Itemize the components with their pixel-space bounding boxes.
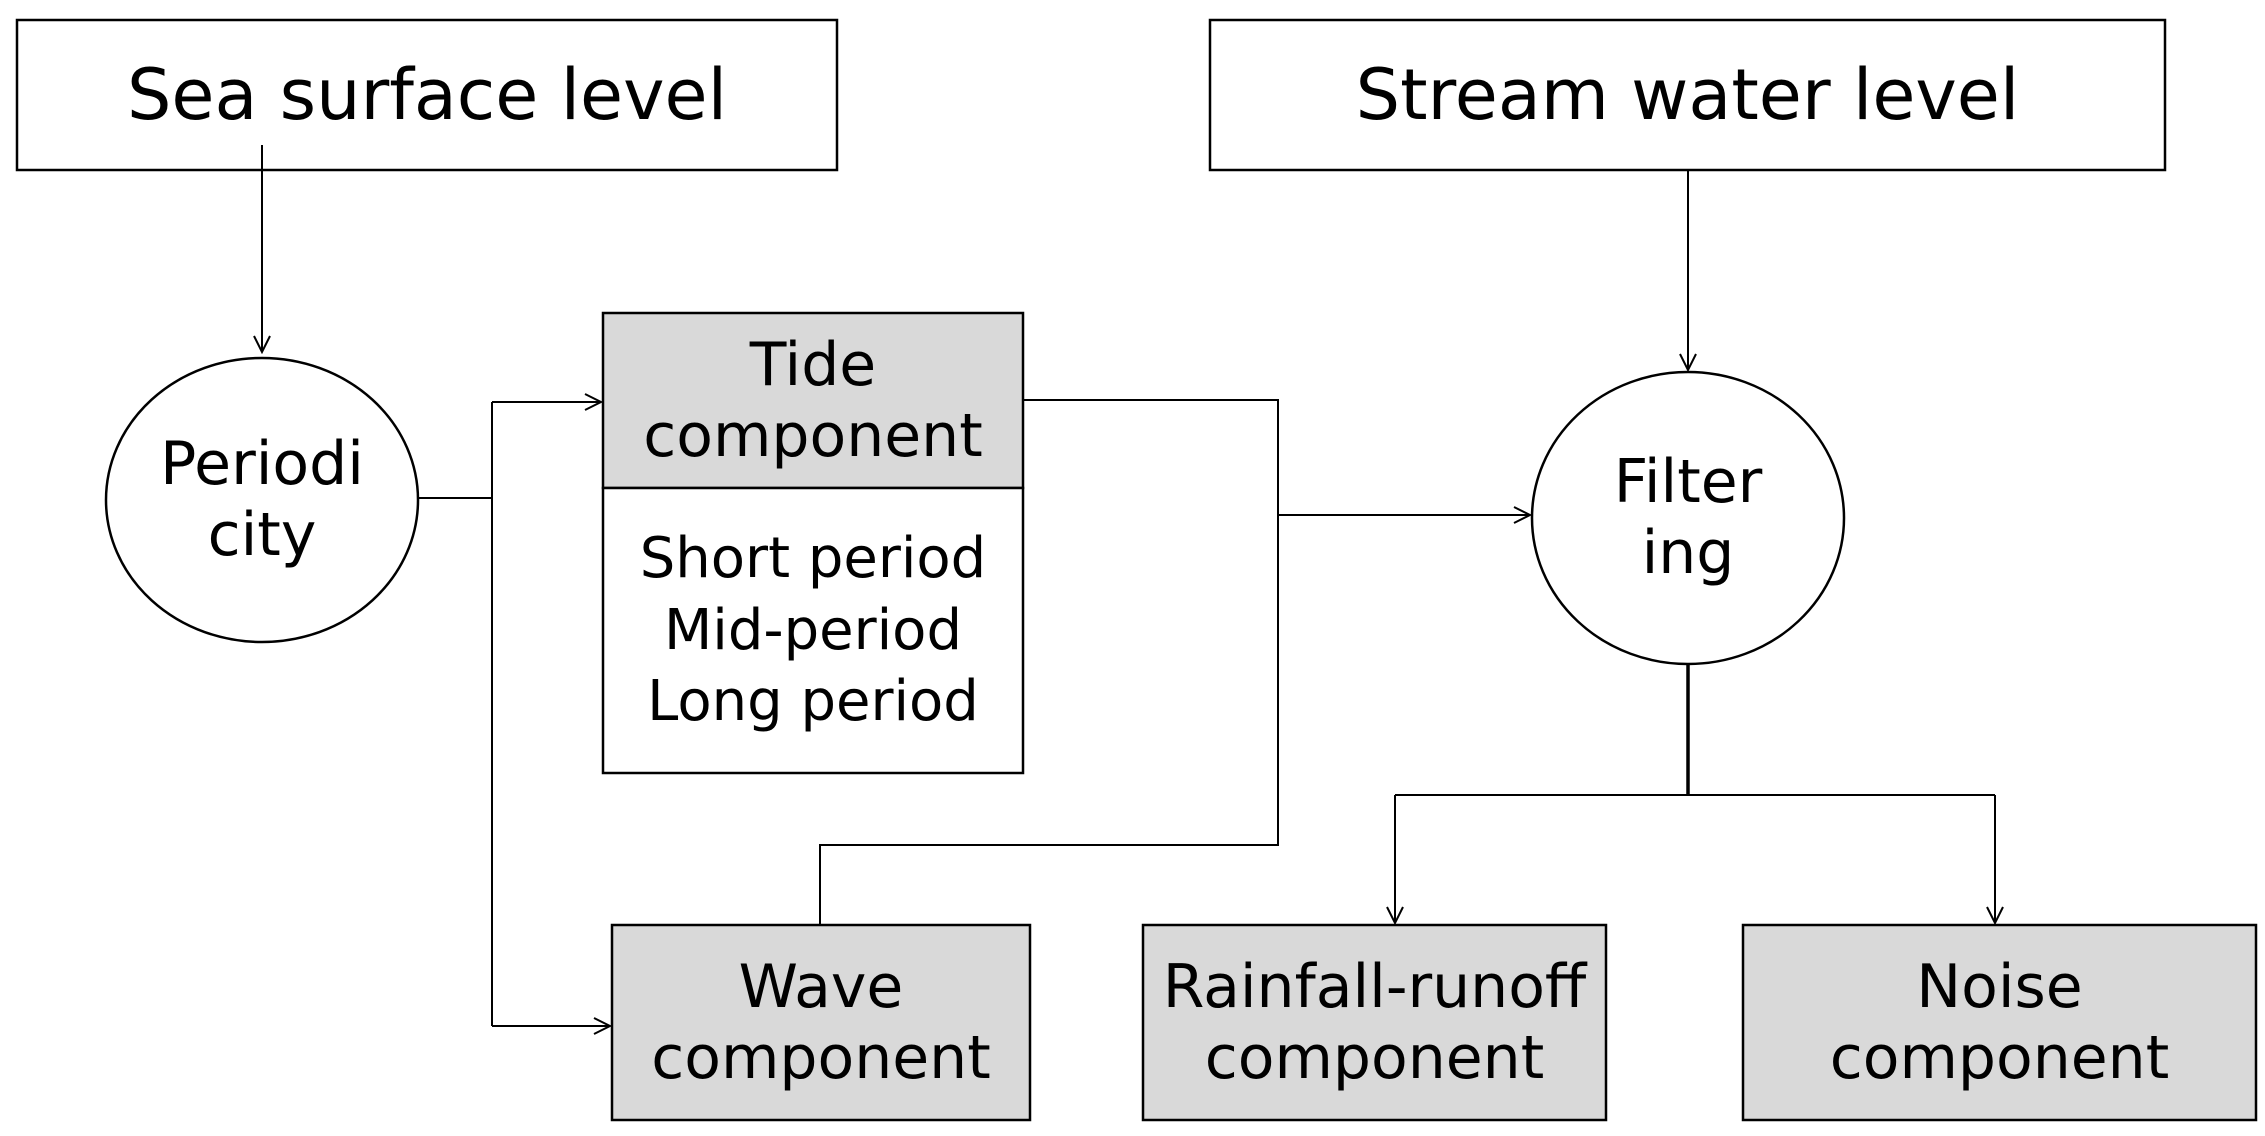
tide-periods-list: Short period Mid-period Long period bbox=[639, 525, 987, 735]
sea-surface-level-label: Sea surface level bbox=[126, 53, 728, 136]
tide-component-header-box bbox=[601, 311, 1025, 490]
filtering-label: Filter ing bbox=[1613, 447, 1763, 588]
stream-water-level-label: Stream water level bbox=[1355, 53, 2020, 136]
noise-component-label: Noise component bbox=[1829, 951, 2170, 1093]
tide-periods-box bbox=[601, 486, 1025, 775]
line-tide-to-merge bbox=[1023, 399, 1279, 515]
line-wave-to-merge bbox=[819, 515, 1279, 925]
tide-component-label: Tide component bbox=[643, 329, 983, 471]
stream-water-level-box bbox=[1208, 18, 2167, 172]
wave-component-box bbox=[610, 923, 1032, 1122]
rainfall-runoff-component-label: Rainfall-runoff component bbox=[1162, 951, 1587, 1093]
periodicity-circle bbox=[104, 356, 420, 644]
periodicity-label: Periodi city bbox=[160, 429, 364, 570]
rainfall-runoff-component-box bbox=[1141, 923, 1608, 1122]
sea-surface-level-box bbox=[15, 18, 839, 172]
noise-component-box bbox=[1741, 923, 2258, 1122]
wave-component-label: Wave component bbox=[651, 951, 991, 1093]
